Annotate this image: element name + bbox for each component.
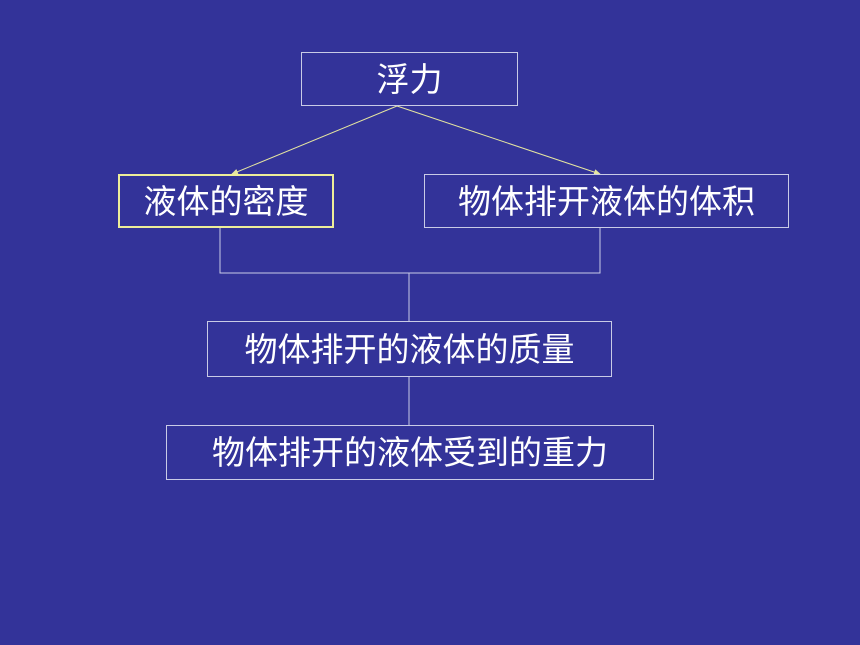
node-displaced-volume: 物体排开液体的体积 bbox=[424, 174, 789, 228]
node-displaced-weight: 物体排开的液体受到的重力 bbox=[166, 425, 654, 480]
arrow-to-displaced-volume bbox=[396, 105, 601, 175]
node-buoyancy: 浮力 bbox=[301, 52, 518, 106]
bracket-density-volume bbox=[219, 228, 601, 274]
arrow-to-liquid-density bbox=[231, 105, 398, 175]
node-liquid-density: 液体的密度 bbox=[118, 174, 334, 228]
node-displaced-mass: 物体排开的液体的质量 bbox=[207, 321, 612, 377]
